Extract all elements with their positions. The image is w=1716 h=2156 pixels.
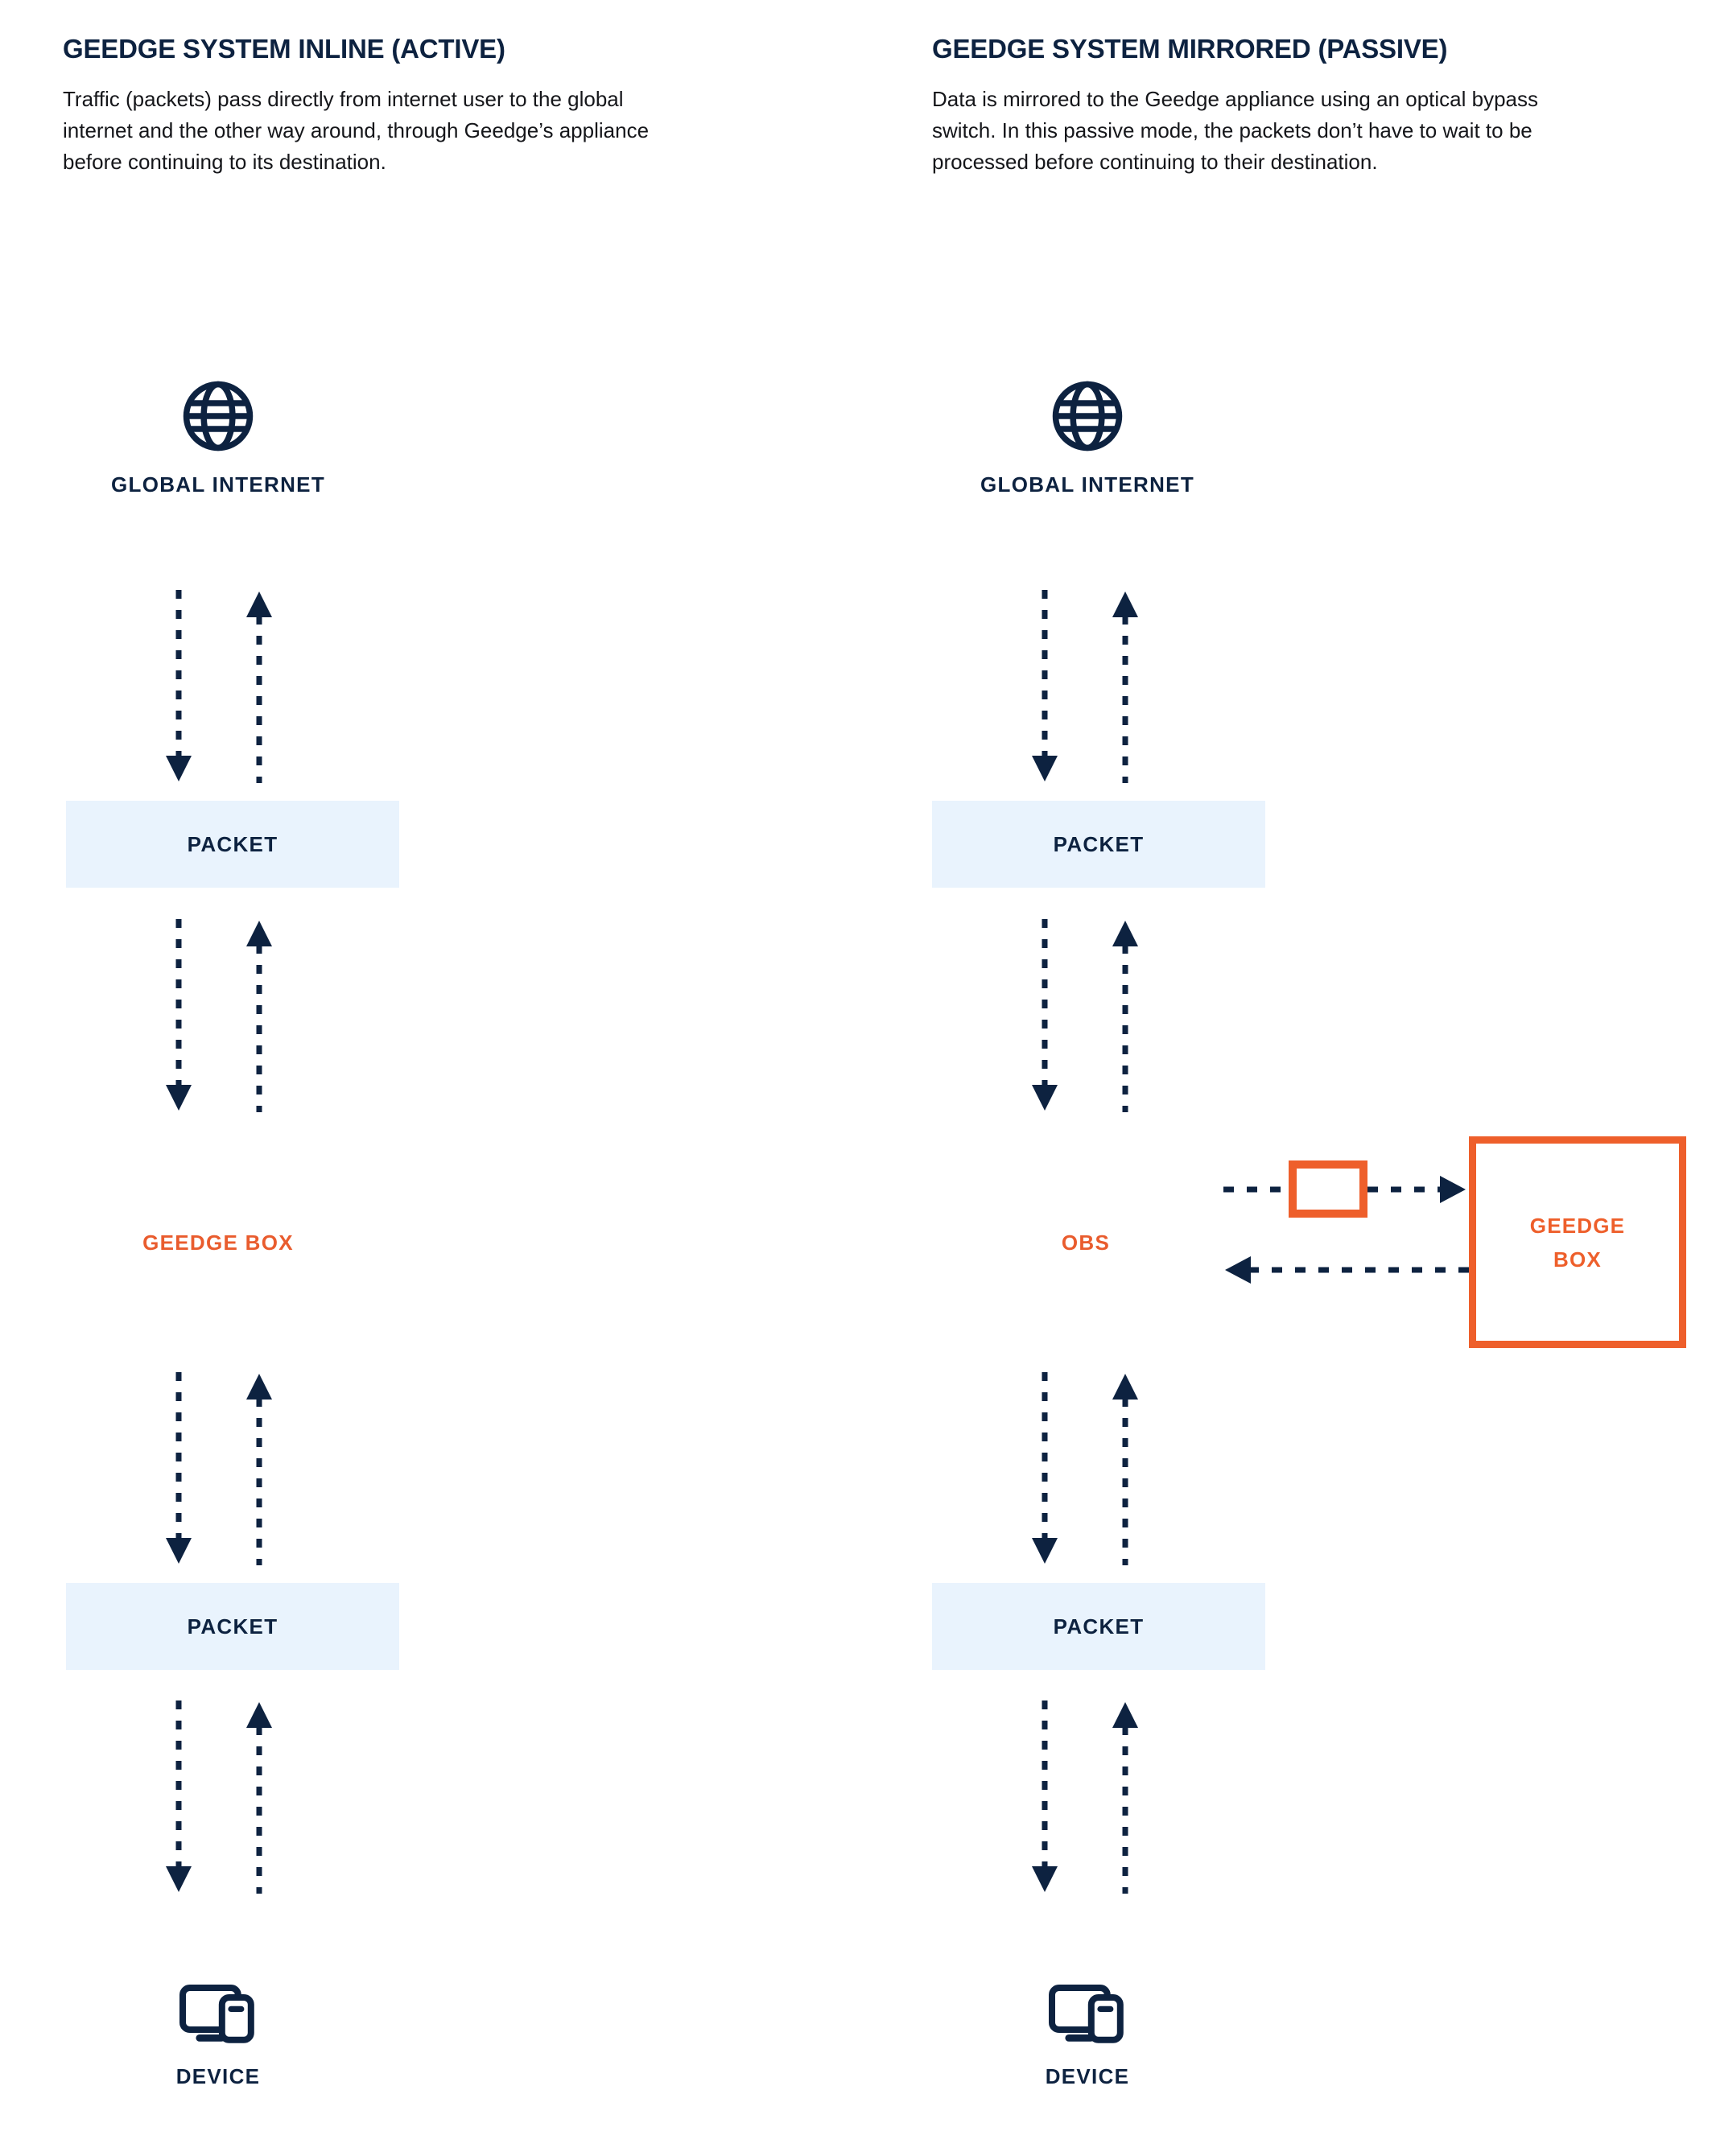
node-label-global-internet-mirrored: GLOBAL INTERNET xyxy=(980,472,1195,497)
flow-arrows-geedge-to-packet xyxy=(1,1372,435,1565)
packet-label-top: PACKET xyxy=(187,831,278,856)
flow-arrows-obs-to-packet xyxy=(867,1372,1301,1565)
geedge-box-line2: BOX xyxy=(1553,1247,1602,1272)
packet-box-top-mirrored: PACKET xyxy=(932,801,1265,888)
node-label-obs: OBS xyxy=(1061,1231,1111,1255)
flow-arrows-packet-to-device xyxy=(1,1700,435,1894)
packet-box-top: PACKET xyxy=(66,801,399,888)
node-label-geedge-box: GEEDGE BOX xyxy=(142,1231,294,1255)
node-label-device: DEVICE xyxy=(175,2064,261,2088)
flow-arrows-packet-to-obs xyxy=(867,919,1301,1112)
node-global-internet: GLOBAL INTERNET xyxy=(1,378,435,497)
device-icon xyxy=(179,1985,254,2043)
node-global-internet-mirrored: GLOBAL INTERNET xyxy=(870,378,1305,497)
page-title-inline: GEEDGE SYSTEM INLINE (ACTIVE) xyxy=(63,34,505,64)
diagram-mirrored-passive: GLOBAL INTERNET PACKET OBS PACKET xyxy=(869,0,1716,2156)
globe-icon xyxy=(183,381,254,451)
column-header-mirrored: GEEDGE SYSTEM MIRRORED (PASSIVE) Data is… xyxy=(932,34,1576,178)
node-label-device-mirrored: DEVICE xyxy=(1045,2064,1130,2088)
description-inline: Traffic (packets) pass directly from int… xyxy=(63,87,650,174)
diagram-inline-active: GLOBAL INTERNET PACKET GEEDGE BOX xyxy=(0,0,853,2156)
flow-arrows-internet-to-packet xyxy=(1,590,435,783)
flow-arrows-packet-to-device-mirrored xyxy=(867,1700,1301,1894)
packet-label-bottom: PACKET xyxy=(187,1614,278,1639)
geedge-box-appliance: GEEDGE BOX xyxy=(1469,1136,1686,1348)
page-title-mirrored: GEEDGE SYSTEM MIRRORED (PASSIVE) xyxy=(932,34,1448,64)
optical-bypass-switch xyxy=(1289,1160,1367,1218)
node-device-mirrored: DEVICE xyxy=(870,1981,1305,2089)
flow-arrows-internet-to-packet-mirrored xyxy=(867,590,1301,783)
packet-box-bottom-mirrored: PACKET xyxy=(932,1583,1265,1670)
packet-box-bottom: PACKET xyxy=(66,1583,399,1670)
flow-arrows-packet-to-geedge xyxy=(1,919,435,1112)
device-icon xyxy=(1049,1985,1124,2043)
column-header-inline: GEEDGE SYSTEM INLINE (ACTIVE) Traffic (p… xyxy=(63,34,707,178)
packet-label-top-mirrored: PACKET xyxy=(1053,831,1145,856)
node-label-global-internet: GLOBAL INTERNET xyxy=(110,472,326,497)
globe-icon xyxy=(1052,381,1123,451)
packet-label-bottom-mirrored: PACKET xyxy=(1053,1614,1145,1639)
node-device: DEVICE xyxy=(1,1981,435,2089)
geedge-box-line1: GEEDGE xyxy=(1529,1213,1626,1238)
description-mirrored: Data is mirrored to the Geedge appliance… xyxy=(932,87,1538,174)
